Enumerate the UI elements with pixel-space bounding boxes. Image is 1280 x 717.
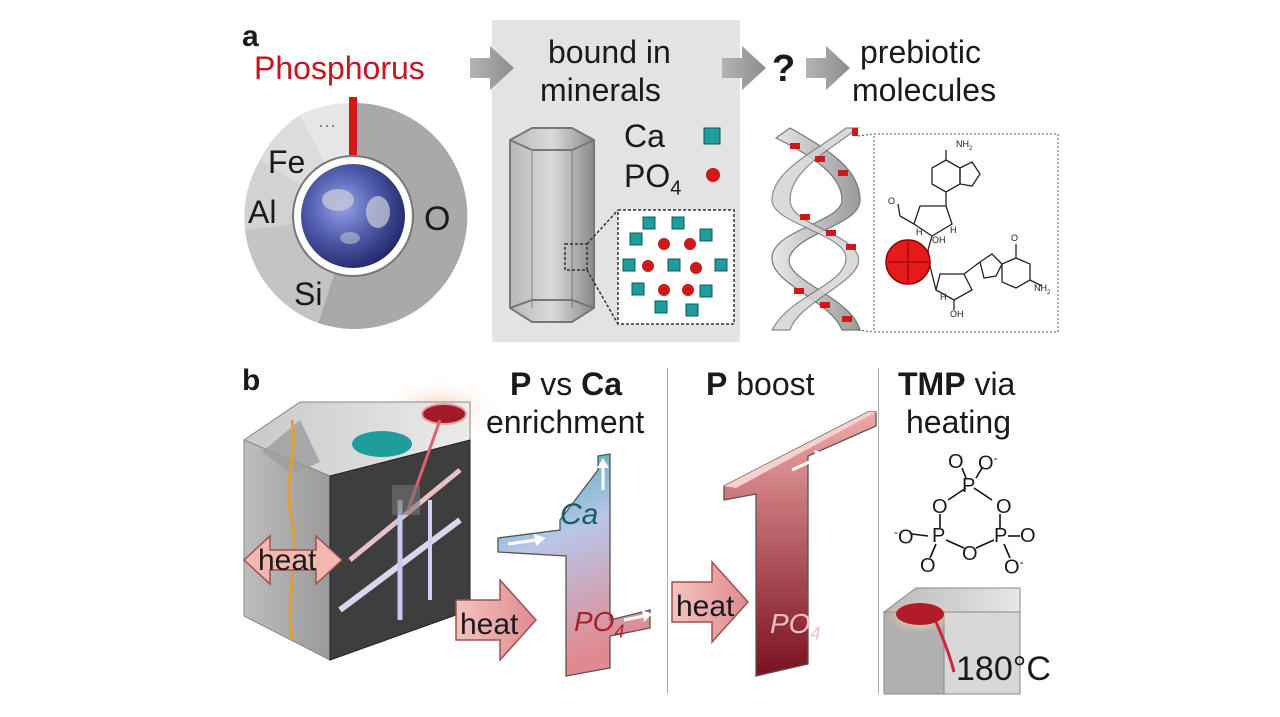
tmp-o-top-minus: O-	[978, 451, 998, 475]
nh2-top: NH2	[956, 139, 973, 152]
molecules-label: molecules	[852, 72, 997, 108]
nucleotide-box	[873, 133, 1059, 333]
minerals-label: minerals	[540, 72, 661, 108]
tmp-o-right-double: O	[1020, 525, 1036, 547]
legend-po4-label: PO4	[624, 158, 682, 200]
enrichment-label: enrichment	[486, 404, 645, 440]
h-2: H	[950, 225, 957, 235]
o-right: O	[1011, 233, 1019, 243]
tmp-o-ring-3: O	[962, 543, 978, 565]
tmp-o-top-double: O	[948, 451, 964, 473]
p-vs-ca-title: P vs Ca	[510, 366, 623, 402]
tmp-p-left: P	[932, 525, 946, 547]
tmp-title: TMP via	[898, 366, 1016, 402]
element-si: Si	[294, 276, 323, 312]
heat-label-2: heat	[460, 608, 519, 641]
legend-ca-label: Ca	[624, 118, 665, 154]
heat-label-3: heat	[676, 590, 735, 623]
h-3: H	[940, 292, 947, 302]
tmp-o-ring-2: O	[996, 496, 1012, 518]
question-mark: ?	[772, 48, 796, 90]
arrow-3	[806, 46, 850, 90]
bound-in-label: bound in	[548, 34, 671, 70]
element-al: Al	[248, 194, 277, 230]
tmp-o-left-minus: -O	[894, 525, 914, 549]
nh2-bottom: NH2	[1034, 283, 1051, 296]
heating-label: heating	[906, 404, 1011, 440]
element-fe: Fe	[268, 144, 306, 180]
temperature-label: 180°C	[956, 650, 1051, 688]
tmp-o-bottom-right-minus: O-	[1004, 555, 1024, 579]
wheel-dots: ···	[318, 115, 336, 135]
oh-1: OH	[932, 235, 946, 245]
p-boost-title: P boost	[706, 366, 815, 402]
divider-1	[667, 368, 668, 694]
panel-a-letter: a	[242, 20, 259, 53]
oh-2: OH	[950, 309, 964, 319]
tmp-p-right: P	[994, 525, 1008, 547]
prebiotic-label: prebiotic	[860, 34, 981, 70]
po4-cell-label: PO4	[574, 606, 625, 642]
element-o: O	[424, 200, 451, 238]
po4-boost-label: PO4	[770, 608, 821, 644]
ca-cell-label: Ca	[560, 498, 599, 531]
tmp-p-top: P	[962, 475, 976, 497]
dna-helix	[771, 127, 861, 331]
tmp-o-ring-1: O	[932, 496, 948, 518]
tmp-o-bottom-left: O	[920, 555, 936, 577]
panel-b-letter: b	[242, 364, 261, 397]
phosphorus-marker	[349, 97, 357, 155]
phosphorus-label: Phosphorus	[254, 50, 425, 86]
divider-2	[878, 368, 879, 694]
heat-label-1: heat	[258, 544, 317, 577]
phosphate-highlight	[885, 239, 931, 285]
o-top: O	[888, 196, 896, 206]
h-1: H	[916, 227, 923, 237]
